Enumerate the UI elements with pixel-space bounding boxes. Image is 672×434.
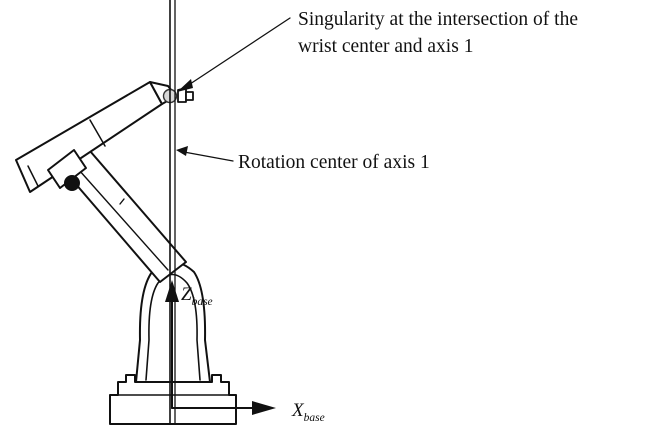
singularity-annotation-line2: wrist center and axis 1 xyxy=(298,36,473,57)
rotation-center-annotation: Rotation center of axis 1 xyxy=(238,152,430,173)
axis-1-line xyxy=(169,0,176,425)
z-arrowhead-icon xyxy=(165,280,179,302)
x-arrowhead-icon xyxy=(252,401,276,415)
robot-upper-arm xyxy=(15,81,177,193)
x-base-label: Xbase xyxy=(291,400,325,424)
elbow-joint-icon xyxy=(64,175,80,191)
z-base-label: Zbase xyxy=(181,284,213,308)
base-coordinate-axes xyxy=(165,280,276,415)
singularity-leader xyxy=(177,17,291,92)
singularity-annotation-line1: Singularity at the intersection of the xyxy=(298,9,578,30)
rotation-center-leader xyxy=(176,146,234,162)
robot-wrist xyxy=(162,87,194,104)
